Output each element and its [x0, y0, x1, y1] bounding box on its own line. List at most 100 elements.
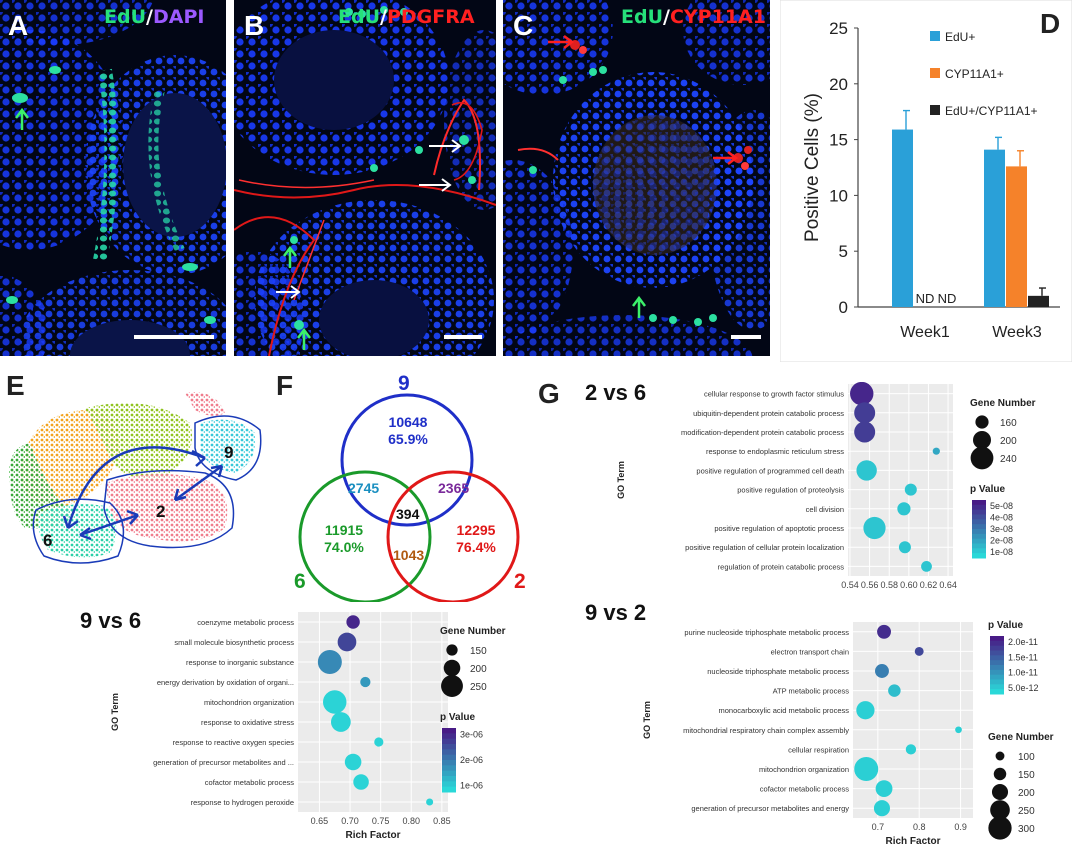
go-term-dot — [863, 516, 886, 540]
color-legend-band — [972, 553, 986, 559]
size-legend-label: 250 — [470, 682, 487, 693]
scale-bar — [134, 335, 214, 339]
size-legend-dot — [446, 644, 458, 656]
micrograph-a-image — [0, 0, 226, 356]
size-legend-dot — [973, 431, 991, 449]
color-legend-band — [442, 738, 456, 745]
color-legend-band — [442, 754, 456, 761]
panel-letter-b: B — [244, 10, 265, 41]
go-term-label: mitochondrion organization — [204, 698, 294, 707]
color-legend-band — [972, 519, 986, 525]
color-legend-band — [990, 636, 1004, 642]
go-term-dot — [914, 646, 924, 656]
size-legend-title: Gene Number — [970, 398, 1036, 409]
x-tick-label: 0.65 — [311, 816, 329, 826]
panel-letter-c: C — [513, 10, 534, 41]
color-legend-band — [990, 689, 1004, 695]
x-tick-label: 0.60 — [900, 580, 918, 590]
micrograph-c: EdU/CYP11A1 — [503, 0, 770, 356]
x-tick-label: 0.70 — [341, 816, 359, 826]
size-legend-label: 300 — [1018, 824, 1035, 835]
bar — [984, 149, 1005, 307]
y-axis-label: GO Term — [110, 693, 120, 731]
go-term-dot — [904, 483, 917, 496]
y-tick-label: 5 — [839, 242, 848, 261]
x-tick-label: 0.8 — [913, 822, 926, 832]
bar — [892, 129, 913, 307]
arrow-icon — [419, 178, 452, 192]
legend-label: EdU+/CYP11A1+ — [945, 104, 1038, 118]
x-tick-label: 0.62 — [920, 580, 938, 590]
go-term-label: generation of precursor metabolites and … — [153, 758, 294, 767]
go-term-dot — [875, 664, 889, 678]
venn-label-2: 2 — [514, 570, 526, 593]
go-term-dot — [854, 402, 876, 424]
go-term-label: cofactor metabolic process — [205, 778, 294, 787]
size-legend-label: 150 — [1018, 770, 1035, 781]
size-legend-dot — [990, 800, 1010, 820]
size-legend-label: 160 — [1000, 418, 1017, 429]
size-legend-dot — [970, 446, 994, 470]
go-term-label: regulation of protein catabolic process — [718, 562, 845, 571]
color-legend-band — [990, 655, 1004, 661]
x-tick-label: Week3 — [992, 324, 1042, 341]
panel-letter-f: F — [276, 370, 294, 401]
color-legend-band — [990, 669, 1004, 676]
color-legend-band — [972, 504, 986, 511]
color-legend-band — [990, 650, 1004, 656]
legend-label: EdU+ — [945, 30, 975, 44]
color-legend-label: 2e-06 — [460, 755, 483, 765]
color-legend-label: 3e-06 — [460, 729, 483, 739]
color-legend-band — [442, 728, 456, 734]
arrow-icon — [276, 285, 301, 299]
plot-background — [298, 612, 448, 812]
size-legend-title: Gene Number — [440, 626, 506, 637]
color-legend-label: 3e-08 — [990, 524, 1013, 534]
arrow-icon — [429, 139, 462, 153]
plot-title-2vs6: 2 vs 6 — [585, 380, 647, 405]
color-legend-band — [442, 765, 456, 772]
venn-label-6: 6 — [294, 570, 306, 593]
go-term-dot — [322, 690, 347, 714]
stain-label-b: EdU/PDGFRA — [338, 6, 475, 28]
x-axis-label: Rich Factor — [885, 836, 940, 847]
y-tick-label: 20 — [829, 75, 848, 94]
x-tick-label: 0.9 — [954, 822, 967, 832]
stain-label-a: EdU/DAPI — [104, 6, 205, 28]
go-term-dot — [856, 460, 877, 481]
legend-swatch — [930, 31, 940, 41]
venn-all: 394 — [396, 506, 420, 522]
go-term-dot — [897, 502, 911, 516]
go-term-label: response to oxidative stress — [201, 718, 294, 727]
color-legend-band — [442, 733, 456, 740]
size-legend-dot — [441, 675, 463, 697]
bar — [1006, 166, 1027, 307]
size-legend-dot — [995, 751, 1005, 761]
go-term-dot — [344, 753, 362, 771]
go-term-label: cellular response to growth factor stimu… — [704, 390, 844, 399]
color-legend-label: 1e-06 — [460, 781, 483, 791]
arrow-icon — [548, 35, 575, 49]
color-legend-band — [972, 500, 986, 506]
go-term-dot — [854, 757, 879, 781]
x-tick-label: Week1 — [900, 324, 950, 341]
go-term-label: nucleoside triphosphate metabolic proces… — [707, 667, 849, 676]
color-legend-title: p Value — [988, 620, 1023, 631]
go-term-label: positive regulation of apoptotic process — [714, 524, 844, 533]
venn-svg — [298, 393, 520, 604]
cluster-map-e-svg — [9, 392, 262, 564]
scale-bar — [444, 335, 482, 339]
plot-title-9vs6: 9 vs 6 — [80, 608, 142, 633]
color-legend-label: 1e-08 — [990, 547, 1013, 557]
arrow-icon — [15, 107, 29, 130]
cluster-label-2: 2 — [156, 502, 166, 521]
